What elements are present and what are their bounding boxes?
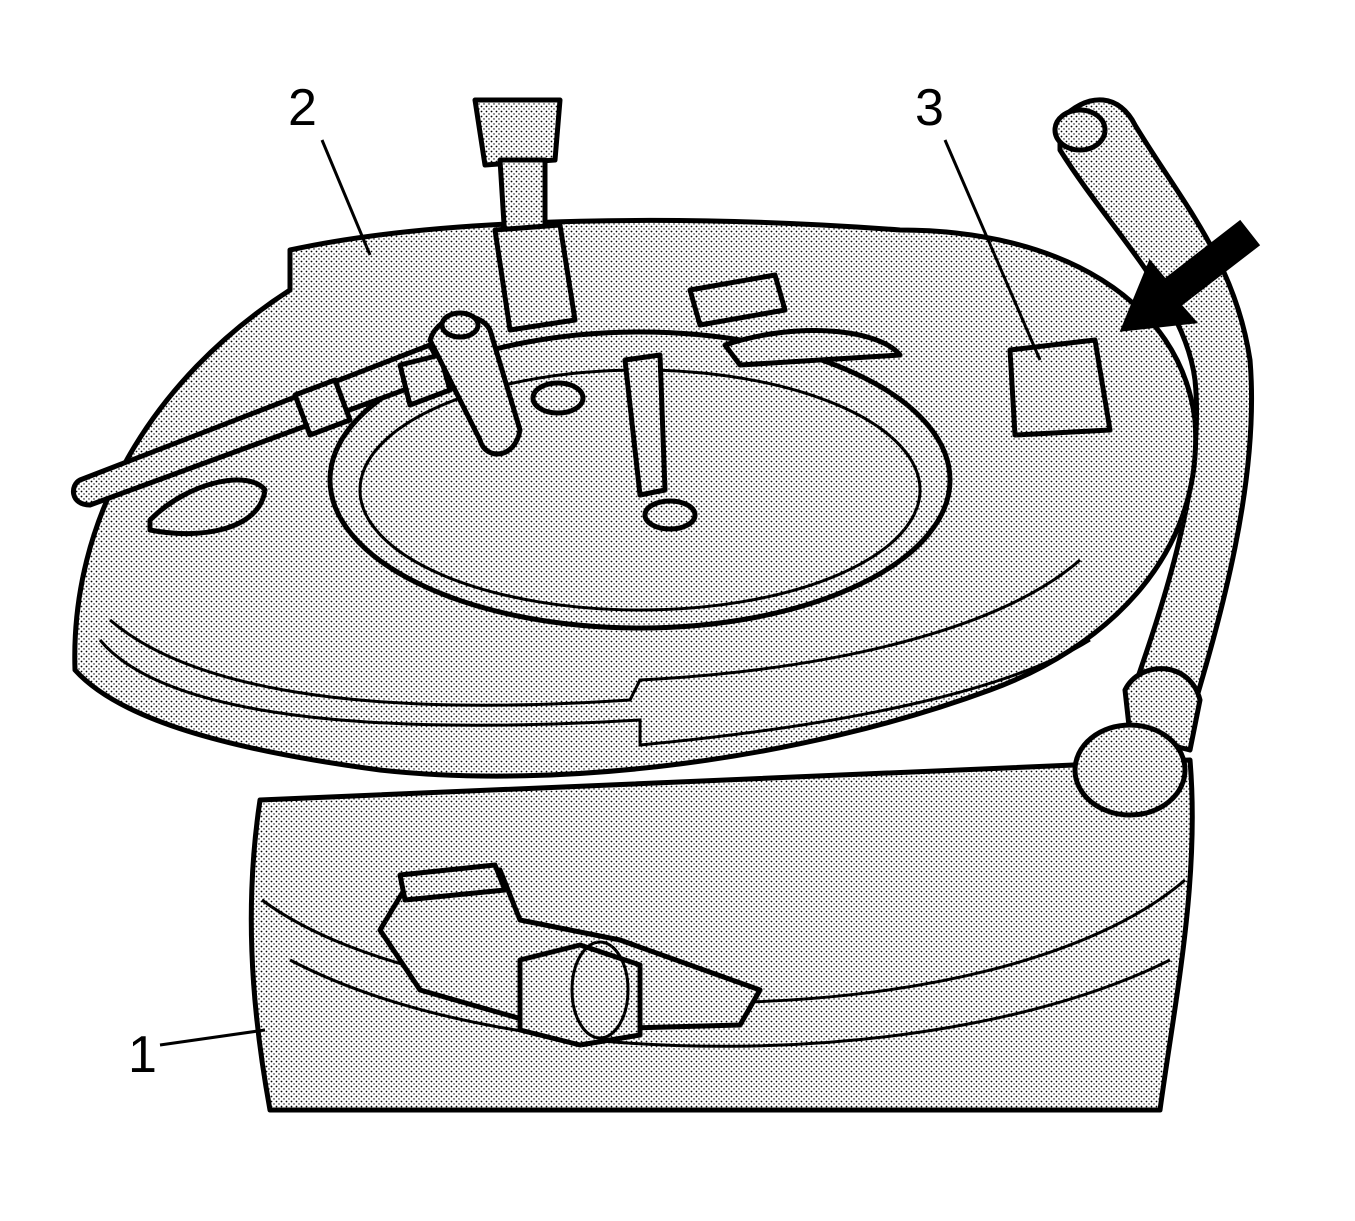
electrical-connector bbox=[472, 97, 698, 532]
canister-body bbox=[248, 757, 1195, 1113]
callout-3: 3 bbox=[915, 79, 944, 137]
callout-2: 2 bbox=[288, 79, 317, 137]
callout-1: 1 bbox=[128, 1026, 157, 1084]
leader-line-3 bbox=[943, 139, 1042, 361]
module-cover bbox=[72, 217, 1199, 779]
vapor-hose bbox=[71, 310, 523, 508]
leader-line-2 bbox=[320, 139, 372, 256]
direction-arrow bbox=[1119, 219, 1261, 332]
leader-line-1 bbox=[159, 1028, 266, 1047]
